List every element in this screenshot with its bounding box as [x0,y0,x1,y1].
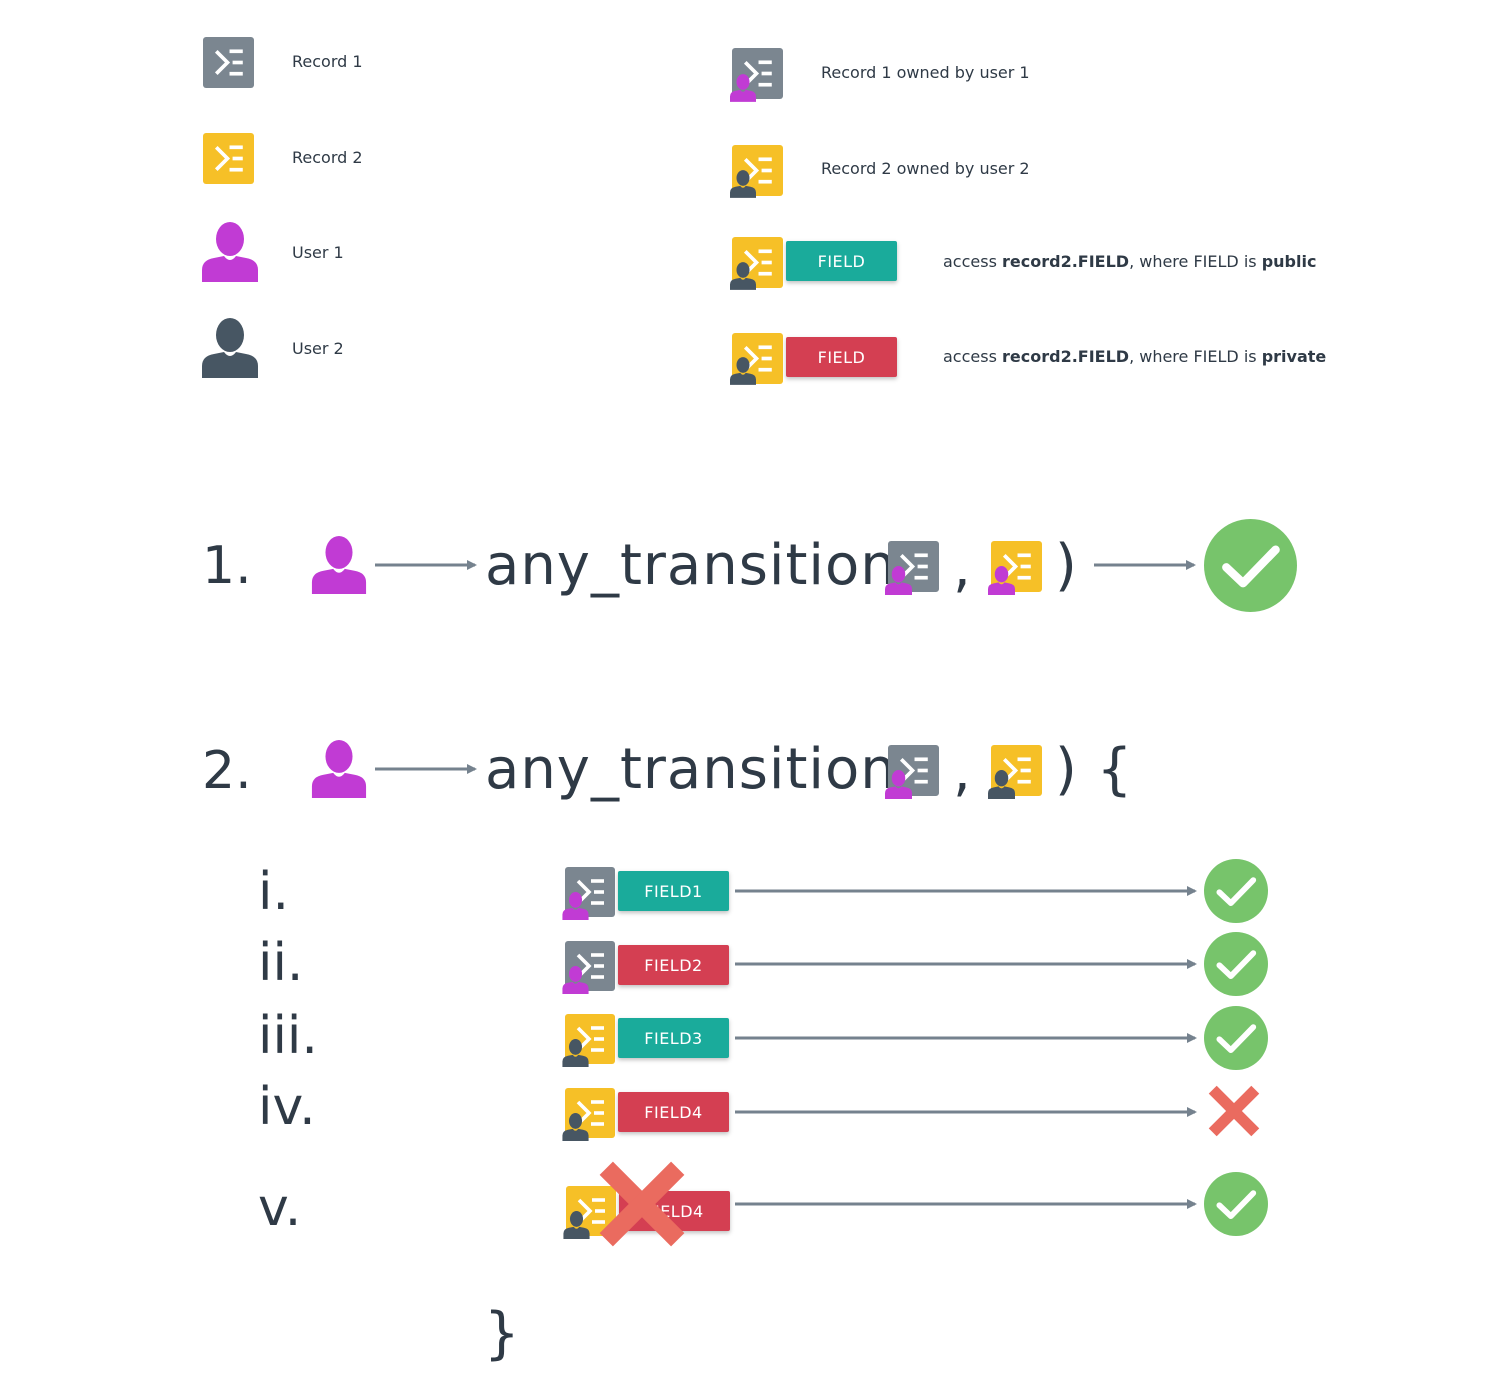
user-1-icon [885,770,912,799]
user-2-icon [988,770,1015,799]
scenario-2-function: any_transition( [485,737,920,802]
user-1-icon [885,566,912,595]
scenario-1-function: any_transition( [485,533,920,598]
user-2-icon [562,1039,589,1067]
legend-record-1-owned-label: Record 1 owned by user 1 [821,63,1030,82]
row-numeral: i. [258,862,289,922]
scenario-1-close: ) [1055,533,1078,598]
user-2-icon [202,318,258,378]
user-2-icon [730,262,756,290]
user-2-icon [562,1113,589,1141]
legend-record-2-label: Record 2 [292,148,363,167]
user-1-icon [562,892,589,920]
user-1-icon [730,74,756,102]
user-2-icon [563,1211,590,1239]
field-tag: FIELD4 [618,1092,729,1132]
check-icon [1204,1006,1268,1070]
private-field-tag: FIELD [786,337,897,377]
row-numeral: ii. [258,933,304,993]
field-tag: FIELD3 [618,1018,729,1058]
arrow [735,1199,1197,1209]
check-icon [1204,519,1297,612]
legend-user-1-label: User 1 [292,243,344,262]
cross-icon [595,1157,689,1251]
legend-user-2-label: User 2 [292,339,344,358]
public-field-tag: FIELD [786,241,897,281]
check-icon [1204,859,1268,923]
user-1-icon [311,536,367,594]
arrow [735,1033,1197,1043]
user-1-icon [562,966,589,994]
row-numeral: v. [258,1178,302,1238]
user-2-icon [730,170,756,198]
scenario-2-close: ) { [1055,737,1134,802]
user-1-icon [311,740,367,798]
scenario-1-number: 1. [202,536,252,596]
legend-public-access-text: access record2.FIELD, where FIELD is pub… [943,252,1317,271]
record-2-icon [203,133,254,184]
record-1-icon [203,37,254,88]
user-1-icon [202,222,258,282]
scenario-2-number: 2. [202,741,252,801]
closing-brace: } [484,1301,521,1366]
arrow [735,886,1197,896]
arrow [735,1107,1197,1117]
check-icon [1204,932,1268,996]
field-tag: FIELD2 [618,945,729,985]
arrow [375,560,477,570]
row-numeral: iii. [258,1006,318,1066]
scenario-1-comma: , [953,535,972,600]
legend-record-1-label: Record 1 [292,52,363,71]
field-tag: FIELD1 [618,871,729,911]
arrow [375,764,477,774]
check-icon [1204,1172,1268,1236]
user-1-icon [988,566,1015,595]
cross-icon [1206,1083,1262,1139]
scenario-2-comma: , [953,739,972,804]
legend-private-access-text: access record2.FIELD, where FIELD is pri… [943,347,1327,366]
arrow [1094,560,1196,570]
legend-record-2-owned-label: Record 2 owned by user 2 [821,159,1030,178]
row-numeral: iv. [258,1077,316,1137]
arrow [735,959,1197,969]
user-2-icon [730,357,756,385]
